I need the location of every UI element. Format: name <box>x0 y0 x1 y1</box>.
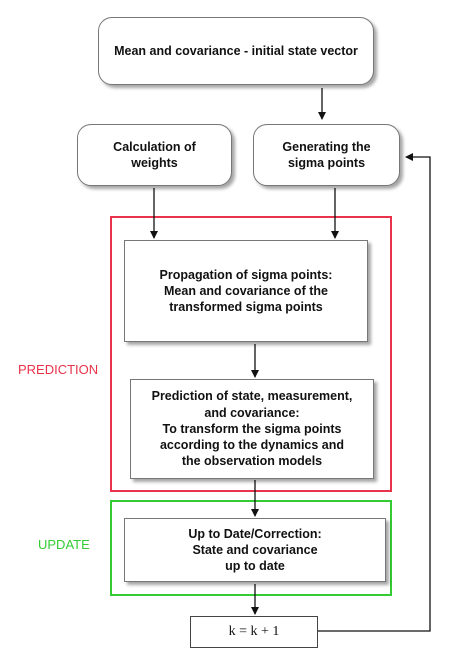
node-text-line: Generating the <box>282 139 371 154</box>
node-text-line: weights <box>131 156 178 170</box>
node-text-line: k = k + 1 <box>228 623 280 639</box>
node-text-line: State and covariance <box>192 542 318 557</box>
node-calculation-of-weights: Calculation of weights <box>77 124 232 186</box>
node-text-line: Mean and covariance of the <box>164 283 328 298</box>
prediction-region-label: PREDICTION <box>18 362 99 377</box>
node-propagation-of-sigma-points: Propagation of sigma points:Mean and cov… <box>124 240 368 342</box>
node-text-line: sigma points <box>287 156 366 170</box>
node-initial-state: Mean and covariance - initial state vect… <box>98 17 374 85</box>
node-text-line: according to the dynamics and <box>159 438 345 453</box>
node-text-line: transformed sigma points <box>169 300 323 315</box>
node-text-line: Calculation of <box>113 139 196 154</box>
node-text-line: Propagation of sigma points: <box>159 267 333 282</box>
node-text-line: Mean and covariance - initial state vect… <box>114 43 358 58</box>
node-text-line: the observation models <box>181 454 323 469</box>
node-generating-sigma-points: Generating the sigma points <box>253 124 400 186</box>
node-text-line: Up to Date/Correction: <box>188 526 322 541</box>
node-text-line: Prediction of state, measurement, <box>151 389 353 404</box>
update-region-label: UPDATE <box>38 537 90 552</box>
node-prediction-of-state: Prediction of state, measurement,and cov… <box>130 379 374 479</box>
node-text-line: and covariance: <box>204 405 300 420</box>
node-text-line: up to date <box>225 559 285 574</box>
node-text-line: To transform the sigma points <box>162 421 342 436</box>
node-k-increment: k = k + 1 <box>190 616 318 648</box>
node-update-correction: Up to Date/Correction:State and covarian… <box>124 518 386 582</box>
